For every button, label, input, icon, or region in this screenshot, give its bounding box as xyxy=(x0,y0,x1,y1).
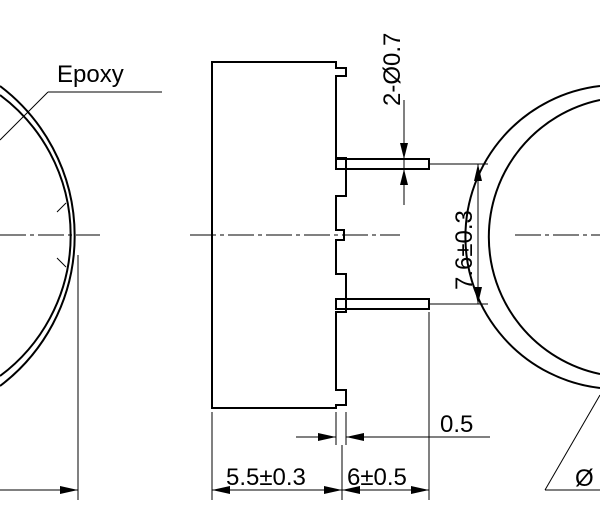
pin-offset-label: 0.5 xyxy=(440,411,473,438)
right-bottom-view: Ø xyxy=(464,85,600,492)
pin-diameter-dimension: 2-Ø0.7 xyxy=(379,33,408,205)
length-dimensions: 5.5±0.3 6±0.5 xyxy=(211,312,430,500)
pin-diameter-label: 2-Ø0.7 xyxy=(379,33,406,106)
epoxy-callout: Epoxy xyxy=(0,61,162,141)
pin-spacing-label: 7.6±0.3 xyxy=(451,210,478,290)
body-length-label: 5.5±0.3 xyxy=(226,464,306,491)
left-front-view xyxy=(0,85,100,500)
epoxy-label: Epoxy xyxy=(57,61,124,88)
upper-pin xyxy=(335,158,430,170)
diameter-label: Ø xyxy=(575,465,594,492)
pin-spacing-dimension: 7.6±0.3 xyxy=(429,163,488,305)
side-view xyxy=(190,61,430,409)
lower-pin xyxy=(335,298,430,310)
pin-offset-dimension: 0.5 xyxy=(296,411,490,445)
pin-length-label: 6±0.5 xyxy=(347,464,407,491)
